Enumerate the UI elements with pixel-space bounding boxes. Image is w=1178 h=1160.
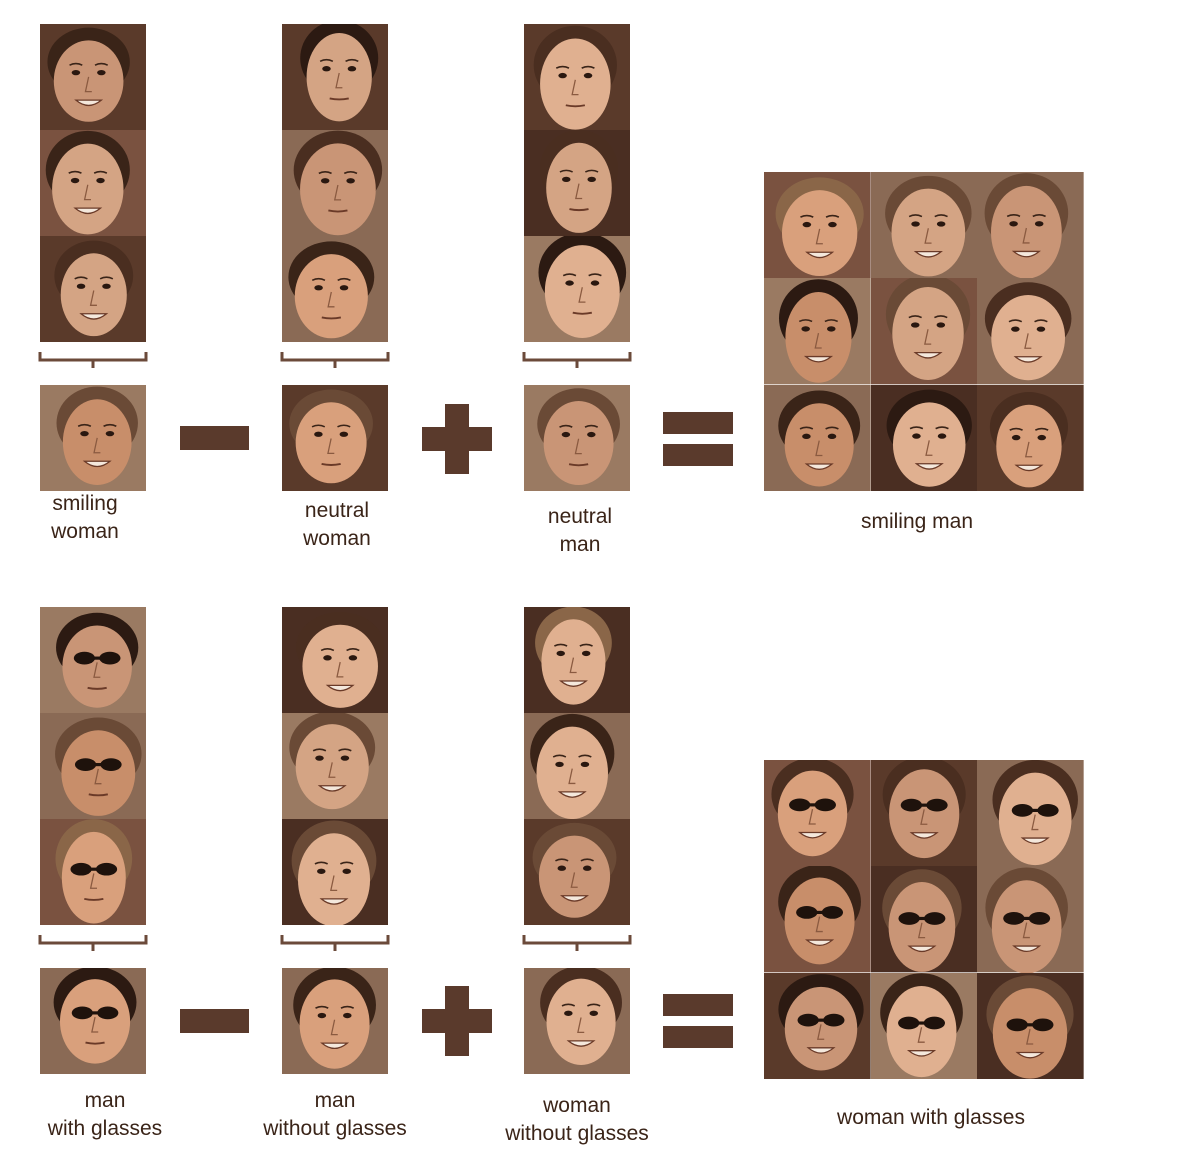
- result-grid: [764, 760, 1084, 1079]
- bracket: [522, 935, 632, 951]
- face-image: [282, 130, 388, 236]
- face-image: [40, 24, 146, 130]
- result-face-image: [870, 760, 978, 867]
- face-image: [40, 819, 146, 925]
- result-face-image: [977, 278, 1084, 385]
- face-image: [524, 819, 630, 925]
- face-image: [40, 713, 146, 819]
- plus-sign-v: [445, 404, 469, 474]
- result-face-image: [977, 866, 1084, 973]
- face-image: [40, 607, 146, 713]
- result-face-image: [977, 760, 1084, 867]
- bracket: [38, 935, 148, 951]
- result-face-image: [870, 384, 978, 491]
- face-image: [524, 607, 630, 713]
- face-image-average: [282, 385, 388, 491]
- face-image: [40, 236, 146, 342]
- result-face-image: [764, 866, 871, 973]
- face-image: [524, 236, 630, 342]
- face-image-average: [40, 385, 146, 491]
- result-face-image: [977, 384, 1084, 491]
- minus-sign: [180, 1009, 249, 1033]
- label-woman-with-glasses: woman with glasses: [837, 1106, 1025, 1129]
- result-face-image: [870, 866, 978, 973]
- bracket: [280, 352, 390, 368]
- result-grid: [764, 172, 1084, 491]
- result-face-image: [764, 760, 871, 867]
- equals-sign-top: [663, 412, 733, 434]
- equals-sign-top: [663, 994, 733, 1016]
- face-image-average: [524, 385, 630, 491]
- result-face-image: [870, 278, 978, 385]
- bracket: [522, 352, 632, 368]
- face-image: [524, 130, 630, 236]
- face-image: [282, 236, 388, 342]
- face-image: [40, 130, 146, 236]
- plus-sign-v: [445, 986, 469, 1056]
- label-smiling-man: smiling man: [860, 510, 974, 533]
- result-face-image: [977, 972, 1084, 1079]
- bracket: [280, 935, 390, 951]
- bracket: [38, 352, 148, 368]
- result-face-image: [764, 972, 871, 1079]
- equals-sign-bottom: [663, 444, 733, 466]
- result-face-image: [977, 172, 1084, 279]
- face-image: [282, 713, 388, 819]
- result-face-image: [764, 384, 871, 491]
- face-image-average: [282, 968, 388, 1074]
- minus-sign: [180, 426, 249, 450]
- face-image: [282, 607, 388, 713]
- result-face-image: [764, 278, 871, 385]
- face-image: [282, 24, 388, 130]
- result-face-image: [764, 172, 871, 279]
- result-face-image: [870, 972, 978, 1079]
- equals-sign-bottom: [663, 1026, 733, 1048]
- face-image: [524, 713, 630, 819]
- face-image: [282, 819, 388, 925]
- face-image-average: [40, 968, 146, 1074]
- result-face-image: [870, 172, 978, 279]
- face-image-average: [524, 968, 630, 1074]
- face-image: [524, 24, 630, 130]
